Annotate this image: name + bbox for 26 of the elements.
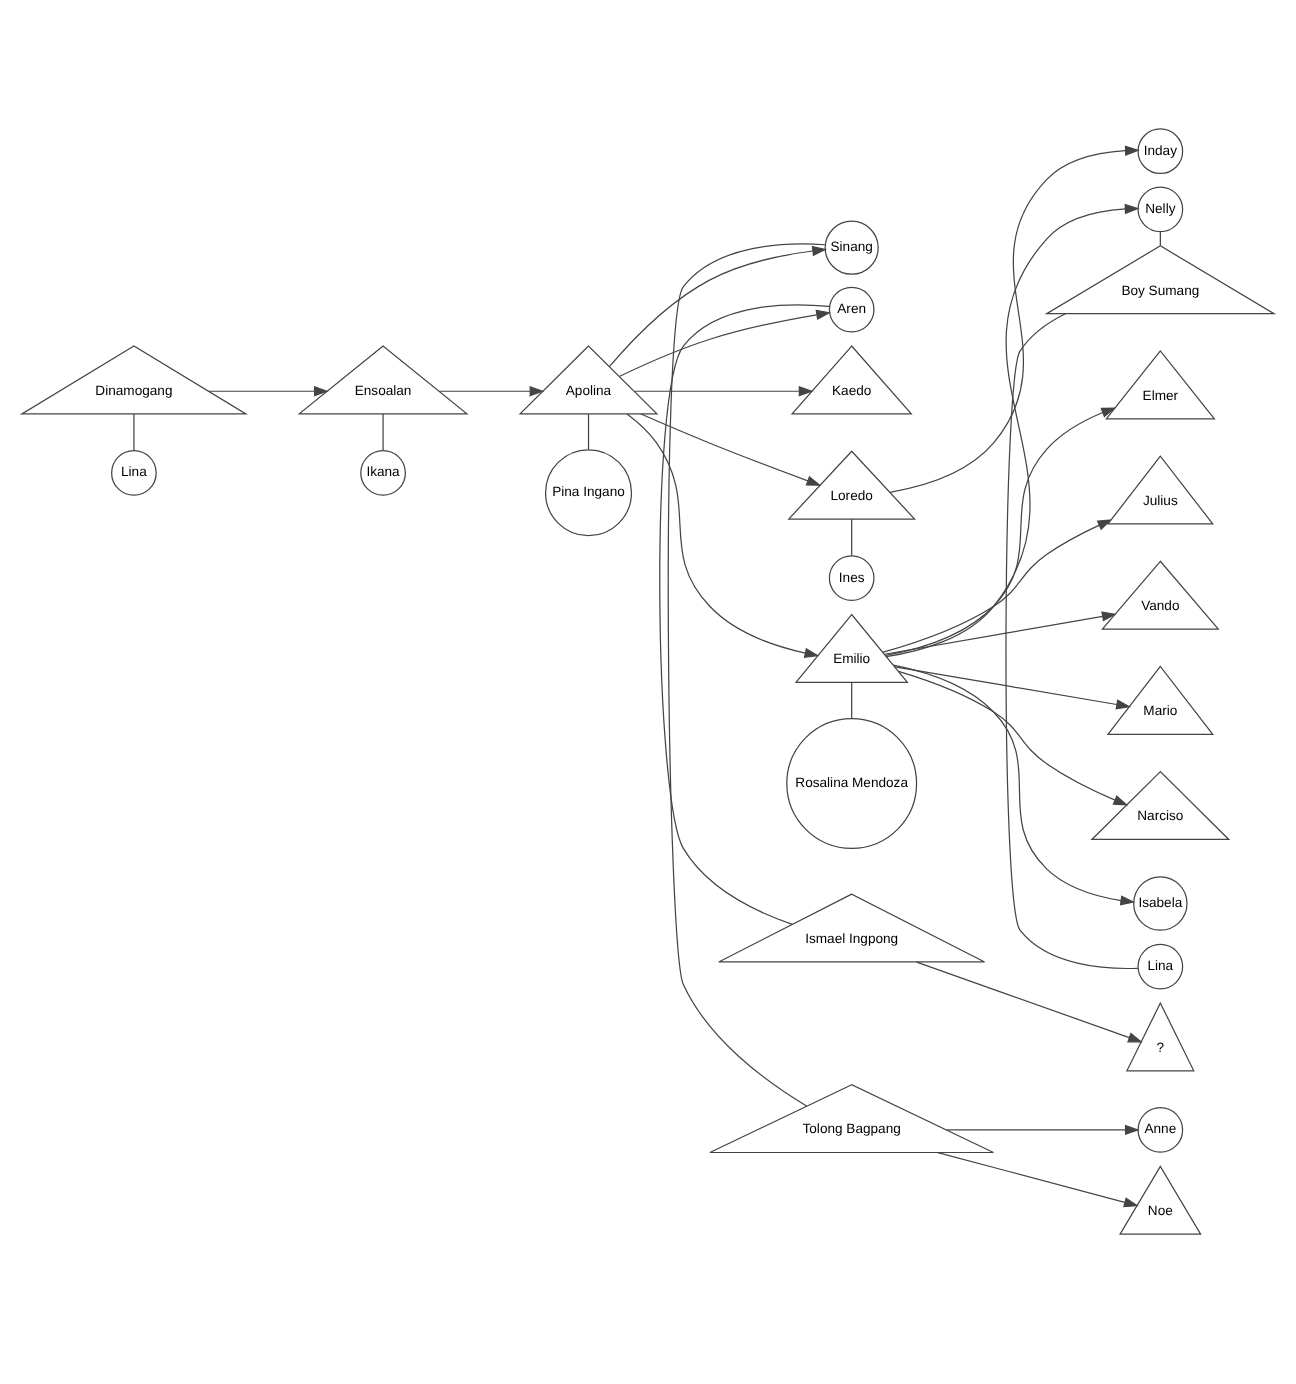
arrow [885,202,1140,657]
arrow [640,412,822,485]
connector [382,412,384,451]
arrow [937,1150,1139,1207]
connector [851,517,853,556]
connector [851,680,853,718]
arrow [916,960,1143,1042]
arrow [894,665,1132,709]
connector [1005,312,1139,969]
arrow [882,518,1113,652]
connector [659,303,830,924]
arrow [889,144,1140,492]
arrow [208,385,329,396]
connector [133,412,135,451]
arrow [438,385,545,396]
connector [587,412,590,450]
arrow [945,1123,1140,1135]
arrow [883,610,1117,654]
arrow [608,244,828,367]
connector [667,242,826,1106]
arrow [892,663,1136,905]
arrow [885,406,1117,656]
arrow [619,308,831,376]
arrow [897,669,1129,805]
arrow [626,412,820,658]
arrow [633,385,814,396]
